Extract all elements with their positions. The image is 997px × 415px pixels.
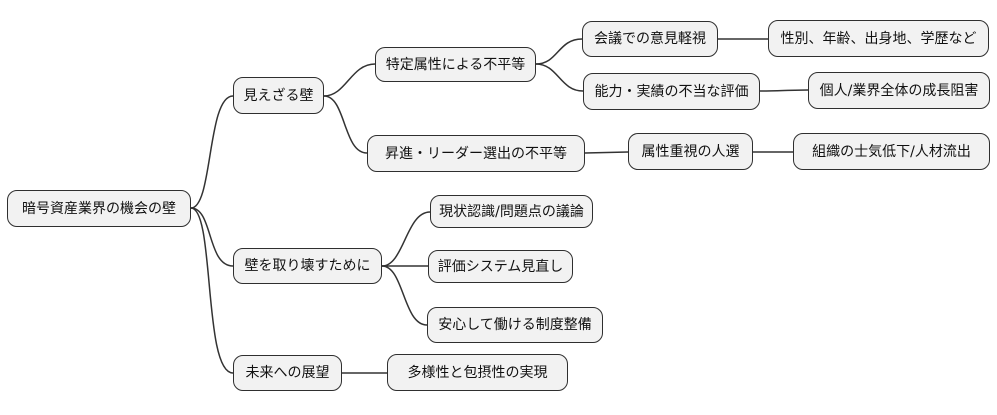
connector-attr-inequality-meeting-disregard [535,38,583,65]
node-evaluation-system-review: 評価システム見直し [428,250,573,283]
node-tear-down-wall: 壁を取り壊すために [233,248,382,284]
node-future-outlook: 未来への展望 [233,355,342,391]
node-promotion-leader-inequality: 昇進・リーダー選出の不平等 [367,135,585,172]
node-meeting-opinion-disregard: 会議での意見軽視 [582,21,718,57]
connector-invisible-wall-promotion-inequality [323,95,368,154]
connector-root-future-outlook [190,207,234,374]
connector-root-invisible-wall [190,95,234,209]
node-unfair-evaluation: 能力・実績の不当な評価 [583,73,760,110]
connector-promotion-inequality-attribute-selection [584,151,629,154]
node-gender-age-origin-education: 性別、年齢、出身地、学歴など [768,20,989,57]
node-growth-hindrance: 個人/業界全体の成長阻害 [808,72,990,109]
node-invisible-wall: 見えざる壁 [233,77,324,114]
node-morale-decline-talent-outflow: 組織の士気低下/人材流出 [793,133,990,170]
connector-invisible-wall-attr-inequality [323,63,376,97]
connector-unfair-evaluation-growth-hindrance [759,89,809,92]
connector-attr-inequality-unfair-evaluation [535,63,584,92]
node-specific-attribute-inequality: 特定属性による不平等 [375,47,536,82]
node-safe-work-system: 安心して働ける制度整備 [427,307,603,343]
connector-tear-down-wall-current-discussion [381,211,431,267]
connector-tear-down-wall-safe-work-system [381,265,428,326]
node-attribute-based-selection: 属性重視の人選 [628,133,753,170]
connector-root-tear-down-wall [190,207,234,267]
node-diversity-inclusion: 多様性と包摂性の実現 [387,354,568,391]
node-root: 暗号資産業界の機会の壁 [7,190,191,227]
node-current-state-discussion: 現状認識/問題点の議論 [430,195,593,228]
